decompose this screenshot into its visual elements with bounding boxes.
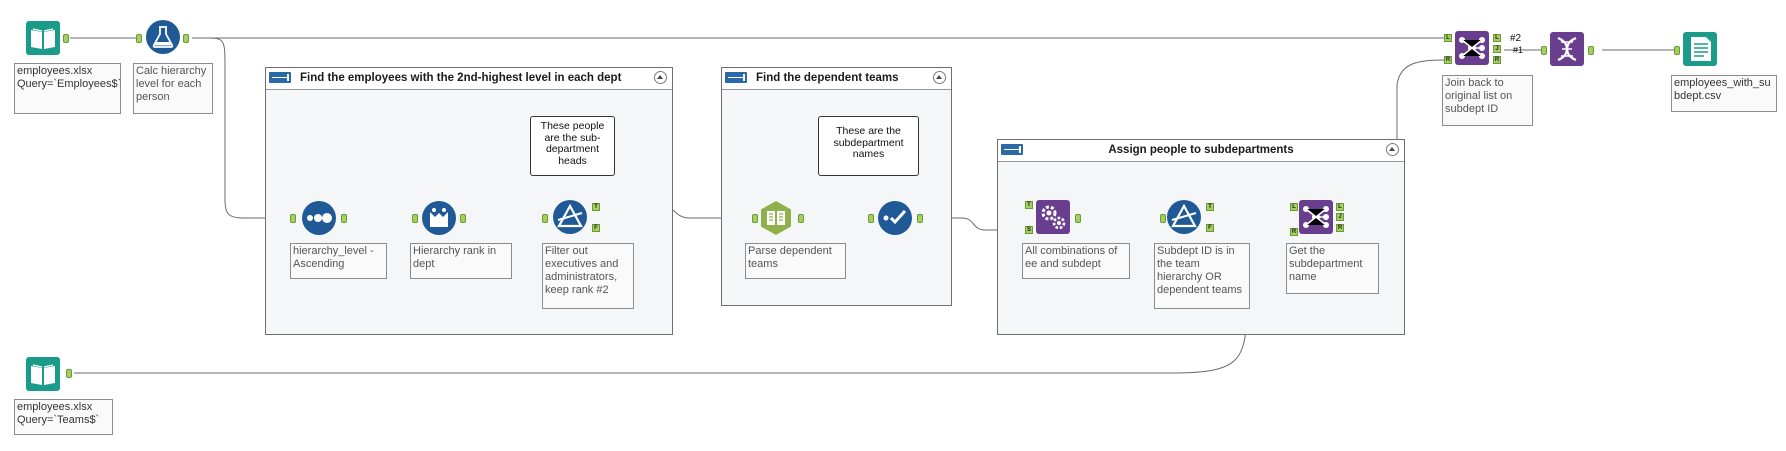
left-anchor[interactable]: L <box>1444 34 1452 42</box>
input-anchor[interactable] <box>290 214 296 223</box>
gears-icon <box>1036 200 1070 234</box>
wire-formula-to-sort <box>204 37 290 219</box>
input-anchor[interactable] <box>752 214 758 223</box>
false-anchor[interactable]: F <box>1206 224 1214 232</box>
output-anchor[interactable] <box>798 214 804 223</box>
input-teams-label: employees.xlsx Query=`Teams$` <box>14 399 113 435</box>
sort-hierarchy-label: hierarchy_level - Ascending <box>290 243 387 279</box>
filter-subdept-label: Subdept ID is in the team hierarchy OR d… <box>1154 243 1250 309</box>
tile-rank-label: Hierarchy rank in dept <box>410 243 512 279</box>
input-anchor[interactable] <box>412 214 418 223</box>
input-teams-tool[interactable] <box>25 356 61 392</box>
output-anchor[interactable] <box>1588 46 1594 55</box>
wire-select-to-append <box>926 217 1022 231</box>
output-anchor[interactable] <box>183 34 189 43</box>
input-anchor[interactable] <box>1541 46 1547 55</box>
join-icon <box>1455 31 1489 65</box>
filter-icon <box>1167 200 1201 234</box>
left-output-anchor[interactable]: L <box>1493 34 1501 42</box>
container-header[interactable]: Find the dependent teams <box>722 68 951 90</box>
false-anchor[interactable]: F <box>592 224 600 232</box>
right-output-anchor[interactable]: R <box>1336 224 1344 232</box>
comment-subdept-names: These are the subdepartment names <box>818 116 919 176</box>
join-back-label: Join back to original list on subdept ID <box>1442 75 1533 126</box>
join-icon <box>1299 200 1333 234</box>
join-subdept-label: Get the subdepartment name <box>1286 243 1379 294</box>
input-anchor[interactable] <box>136 34 142 43</box>
select-dependent-tool[interactable] <box>877 200 913 236</box>
output-anchor[interactable] <box>917 214 923 223</box>
output-anchor[interactable] <box>1075 214 1081 223</box>
input-anchor[interactable] <box>868 214 874 223</box>
left-output-anchor[interactable]: L <box>1336 203 1344 211</box>
tile-rank-tool[interactable] <box>421 200 457 236</box>
book-icon <box>26 357 60 391</box>
book-icon <box>26 21 60 55</box>
union-rank-second: #1 <box>1513 45 1524 55</box>
right-anchor[interactable]: R <box>1290 228 1298 236</box>
right-output-anchor[interactable]: R <box>1493 56 1501 64</box>
collapse-button[interactable] <box>654 71 667 84</box>
input-employees-tool[interactable] <box>25 20 61 56</box>
output-csv-label: employees_with_subdept.csv <box>1671 75 1777 112</box>
filter-icon <box>553 200 587 234</box>
output-anchor[interactable] <box>63 34 69 43</box>
right-anchor[interactable]: R <box>1444 56 1452 64</box>
container-icon <box>269 72 291 83</box>
formula-hierarchy-label: Calc hierarchy level for each person <box>133 63 213 114</box>
input-anchor[interactable] <box>1160 214 1166 223</box>
join-output-anchor[interactable]: J <box>1336 213 1344 221</box>
left-anchor[interactable]: L <box>1290 203 1298 211</box>
union-rank-first: #2 <box>1510 33 1522 44</box>
input-anchor[interactable] <box>542 214 548 223</box>
join-output-anchor[interactable]: J <box>1493 45 1501 53</box>
dna-icon <box>1550 32 1584 66</box>
formula-hierarchy-tool[interactable] <box>145 19 181 55</box>
join-back-tool[interactable] <box>1454 30 1490 66</box>
true-anchor[interactable]: T <box>1206 203 1214 211</box>
container-title: Find the dependent teams <box>756 72 899 84</box>
container-icon <box>1001 144 1023 155</box>
collapse-button[interactable] <box>933 71 946 84</box>
select-icon <box>878 201 912 235</box>
container-icon <box>725 72 747 83</box>
output-anchor[interactable] <box>66 369 72 378</box>
parse-icon <box>761 201 791 235</box>
input-anchor[interactable] <box>1674 46 1680 55</box>
container-title: Assign people to subdepartments <box>1108 144 1294 156</box>
dots-icon <box>302 201 336 235</box>
sort-hierarchy-tool[interactable] <box>301 200 337 236</box>
filter-rank2-label: Filter out executives and administrators… <box>542 243 634 309</box>
output-anchor[interactable] <box>341 214 347 223</box>
flask-icon <box>146 20 180 54</box>
parse-dependent-tool[interactable] <box>758 200 794 236</box>
container-assign-subdepartments[interactable]: Assign people to subdepartments <box>997 139 1405 335</box>
target-anchor[interactable]: T <box>1025 201 1033 209</box>
output-icon <box>1683 32 1717 66</box>
source-anchor[interactable]: S <box>1025 226 1033 234</box>
join-subdept-tool[interactable] <box>1298 199 1334 235</box>
container-header[interactable]: Assign people to subdepartments <box>998 140 1404 162</box>
output-anchor[interactable] <box>460 214 466 223</box>
union-tool[interactable] <box>1549 31 1585 67</box>
container-title: Find the employees with the 2nd-highest … <box>300 72 622 84</box>
append-fields-label: All combinations of ee and subdept <box>1022 243 1130 279</box>
filter-rank2-tool[interactable] <box>552 199 588 235</box>
true-anchor[interactable]: T <box>592 203 600 211</box>
comment-subdept-heads: These people are the sub-department head… <box>530 116 615 176</box>
append-fields-tool[interactable] <box>1035 199 1071 235</box>
filter-subdept-tool[interactable] <box>1166 199 1202 235</box>
parse-dependent-label: Parse dependent teams <box>745 243 846 279</box>
input-employees-label: employees.xlsx Query=`Employees$` <box>14 63 121 114</box>
container-header[interactable]: Find the employees with the 2nd-highest … <box>266 68 672 90</box>
collapse-button[interactable] <box>1386 143 1399 156</box>
output-csv-tool[interactable] <box>1682 31 1718 67</box>
tile-icon <box>422 201 456 235</box>
